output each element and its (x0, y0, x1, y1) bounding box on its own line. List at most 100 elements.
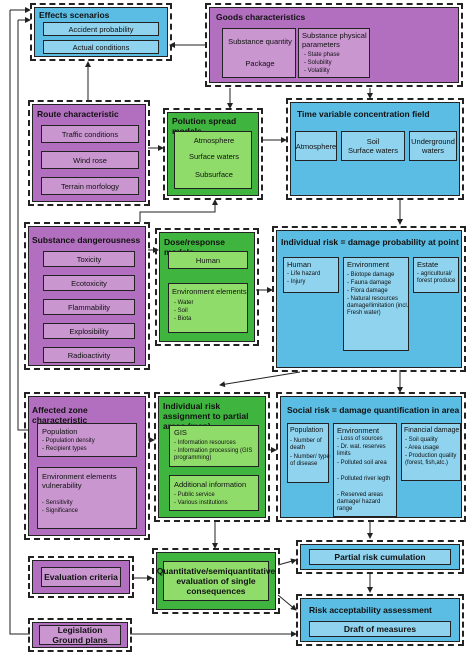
evaluation-criteria-box: Evaluation criteria (32, 560, 130, 594)
pollution-spread-group: Polution spread models Atmosphere Surfac… (163, 108, 263, 200)
volatility-label: - Volatility (304, 68, 330, 74)
route-title: Route characteristic (37, 109, 119, 119)
individual-estate-title: Estate (417, 260, 439, 269)
agricultural-label: - agricultural/ forest produce (417, 271, 456, 284)
flammability-box: Flammability (43, 299, 135, 315)
public-service-label: - Public service (174, 492, 215, 498)
dose-water-label: - Water (174, 300, 194, 306)
goods-characteristics-box: Goods characteristics Substance quantity… (209, 7, 459, 83)
timevar-title: Time variable concentration field (297, 109, 430, 119)
ecotoxicity-box: Ecotoxicity (43, 275, 135, 291)
accident-probability-box: Accident probability (43, 22, 159, 36)
radioactivity-box: Radioactivity (43, 347, 135, 363)
social-population-box: Population - Number of death - Number/ t… (287, 423, 330, 483)
risk-acceptability-box: Risk acceptability assessment Draft of m… (300, 598, 460, 642)
natural-resources-label: - Natural resources damage/limitation (i… (347, 296, 409, 316)
partial-risk-box: Partial risk cumulation (300, 544, 460, 570)
affected-population-box: Population - Population density - Recipi… (37, 423, 137, 457)
soil-quality-label: - Soil quality (405, 437, 438, 443)
goods-characteristics-group: Goods characteristics Substance quantity… (205, 3, 463, 87)
affected-zone-group: Affected zone characteristic Population … (24, 392, 150, 540)
partial-risk-group: Partial risk cumulation (296, 540, 464, 574)
dose-response-group: Dose/response models Human Environment e… (155, 228, 259, 346)
number-of-death-label: - Number of death (290, 438, 322, 451)
state-phase-label: - State phase (304, 52, 340, 58)
assign-gis-title: GIS (174, 428, 187, 437)
social-env-title: Environment (337, 426, 380, 435)
social-pop-title: Population (290, 427, 324, 434)
time-variable-group: Time variable concentration field Atmosp… (286, 98, 464, 200)
various-institutions-label: - Various institutions (174, 500, 228, 506)
flora-damage-label: - Flora damage (347, 288, 388, 294)
substance-dangerousness-group: Substance dangerousness Toxicity Ecotoxi… (24, 222, 150, 370)
pollution-subsurface-label: Subsurface (195, 170, 233, 179)
recipient-types-label: - Recipient types (42, 446, 87, 452)
assign-gis-box: GIS - Information resources - Informatio… (169, 425, 259, 467)
package-label: Package (245, 59, 275, 68)
water-reserves-label: - Dr. wat. reserves limits (337, 444, 386, 457)
social-financial-box: Financial damage - Soil quality - Area u… (401, 423, 461, 481)
time-variable-box: Time variable concentration field Atmosp… (290, 102, 460, 196)
pollution-spread-box: Polution spread models Atmosphere Surfac… (167, 112, 259, 196)
risk-assignment-group: Individual risk assignment to partial ar… (154, 392, 270, 522)
wind-rose-box: Wind rose (41, 151, 139, 169)
physical-parameters-title: Substance physical parameters (302, 31, 367, 49)
affected-environment-box: Environment elements vulnerability - Sen… (37, 467, 137, 529)
accept-title: Risk acceptability assessment (309, 605, 432, 615)
dose-biota-label: - Biota (174, 316, 192, 322)
life-hazard-label: - Life hazard (287, 271, 321, 277)
dose-environment-box: Environment elements - Water - Soil - Bi… (168, 283, 248, 333)
social-environment-box: Environment - Loss of sources - Dr. wat.… (333, 423, 397, 517)
polluted-soil-label: - Polluted soil area (337, 460, 387, 466)
individual-risk-box: Individual risk = damage probability at … (276, 230, 462, 368)
substance-quantity-label: Substance quantity (228, 37, 292, 46)
individual-env-title: Environment (347, 260, 390, 269)
significance-label: - Significance (42, 508, 79, 514)
social-risk-group: Social risk = damage quantification in a… (276, 392, 466, 522)
dose-env-title: Environment elements (172, 287, 247, 296)
pollution-surface-label: Surface waters (188, 152, 240, 161)
loss-of-sources-label: - Loss of sources (337, 436, 383, 442)
timevar-underground-box: Underground waters (409, 131, 457, 161)
disease-label: - Number/ type of disease (290, 454, 330, 467)
fauna-damage-label: - Fauna damage (347, 280, 392, 286)
dose-soil-label: - Soil (174, 308, 188, 314)
injury-label: - Injury (287, 279, 306, 285)
substance-title: Substance dangerousness (32, 235, 141, 245)
information-processing-label: - Information processing (GIS programmin… (174, 448, 253, 461)
social-title: Social risk = damage quantification in a… (287, 405, 460, 415)
affected-pop-title: Population (42, 427, 78, 436)
individual-environment-box: Environment - Biotope damage - Fauna dam… (343, 257, 409, 351)
traffic-conditions-box: Traffic conditions (41, 125, 139, 143)
affected-zone-box: Affected zone characteristic Population … (28, 396, 146, 536)
effects-scenarios-group: Effects scenarios Accident probability A… (30, 3, 172, 61)
production-quality-label: - Production quality (forest, fish,atc.) (405, 453, 457, 466)
individual-title: Individual risk = damage probability at … (281, 237, 459, 247)
quant-title: Quantitative/semiquantitative evaluation… (157, 561, 275, 601)
affected-env-title: Environment elements vulnerability (42, 472, 117, 490)
affected-title: Affected zone characteristic (32, 405, 88, 425)
legislation-group: Legislation Ground plans (28, 618, 132, 652)
timevar-soil-box: Soil Surface waters (341, 131, 405, 161)
social-risk-box: Social risk = damage quantification in a… (280, 396, 462, 518)
effects-scenarios-box: Effects scenarios Accident probability A… (34, 7, 168, 57)
area-usage-label: - Area usage (405, 445, 440, 451)
reserved-areas-label: - Reserved areas damage/ hazard range (337, 492, 384, 512)
dose-human-box: Human (168, 251, 248, 269)
evaluation-criteria-group: Evaluation criteria (28, 556, 134, 598)
legislation-title: Legislation Ground plans (39, 625, 121, 645)
individual-human-title: Human (287, 260, 312, 269)
individual-human-box: Human - Life hazard - Injury (283, 257, 339, 293)
actual-conditions-box: Actual conditions (43, 40, 159, 54)
information-resources-label: - Information resources (174, 440, 236, 446)
terrain-morfology-box: Terrain morfology (41, 177, 139, 195)
substance-dangerousness-box: Substance dangerousness Toxicity Ecotoxi… (28, 226, 146, 366)
pollution-atmosphere-label: Atmosphere (193, 136, 235, 145)
legislation-box: Legislation Ground plans (32, 622, 128, 648)
draft-of-measures: Draft of measures (309, 621, 451, 637)
timevar-atmosphere-box: Atmosphere (295, 131, 337, 161)
biotope-damage-label: - Biotope damage (347, 272, 395, 278)
explosibility-box: Explosibility (43, 323, 135, 339)
assign-additional-box: Additional information - Public service … (169, 475, 259, 511)
individual-estate-box: Estate - agricultural/ forest produce (413, 257, 459, 293)
